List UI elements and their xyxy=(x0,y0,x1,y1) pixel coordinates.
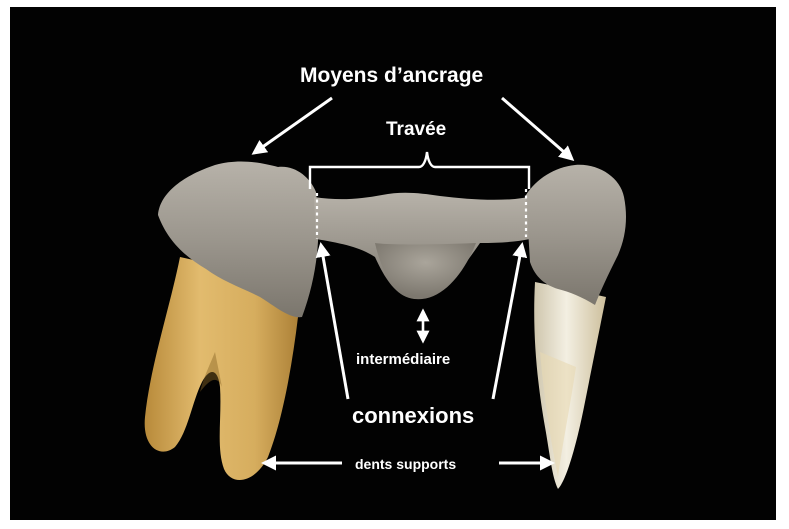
span-label: Travée xyxy=(386,120,446,139)
anchorage-arrow-right xyxy=(502,98,572,159)
span-brace xyxy=(310,152,529,189)
pontic-label: intermédiaire xyxy=(356,352,450,367)
dental-bridge-photo: Moyens d’ancrage Travée intermédiaire co… xyxy=(10,7,776,520)
pontic xyxy=(375,243,476,299)
connections-label: connexions xyxy=(352,405,474,427)
anchorage-label: Moyens d’ancrage xyxy=(300,65,483,86)
abutments-label: dents supports xyxy=(355,457,456,471)
connection-arrow-left xyxy=(321,245,348,399)
anchorage-arrow-left xyxy=(254,98,332,153)
connection-arrow-right xyxy=(493,245,522,399)
